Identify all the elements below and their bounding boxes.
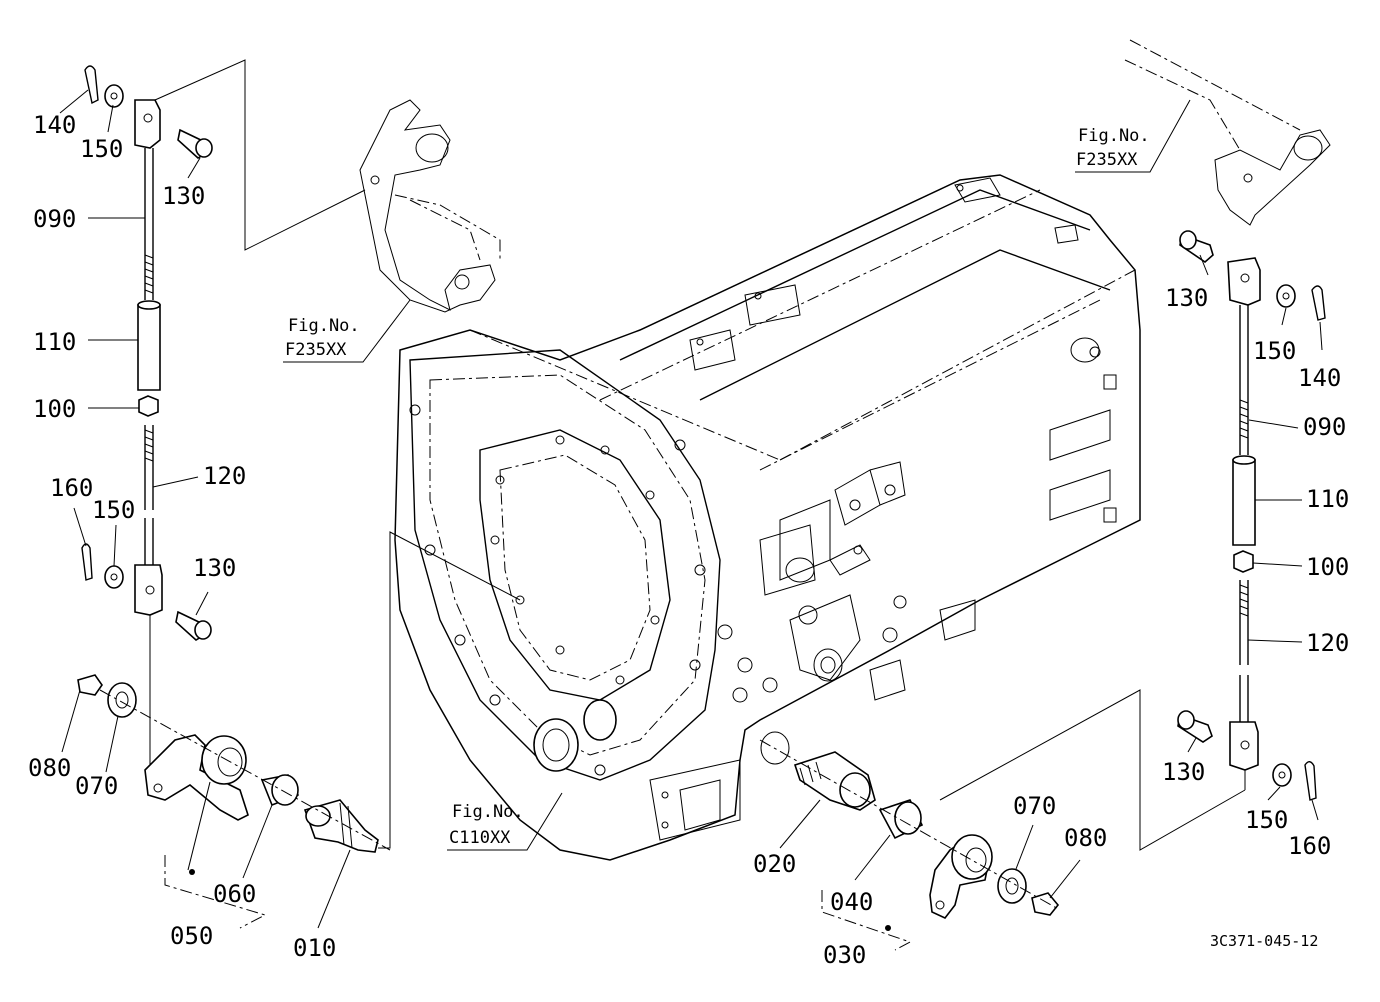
label-150: 150 bbox=[1253, 337, 1296, 365]
label-120: 120 bbox=[203, 462, 246, 490]
label-160: 160 bbox=[50, 474, 93, 502]
fig-ref-left-pedal-line1: Fig.No. bbox=[288, 316, 360, 336]
left-part-labels: 140 150 130 090 110 100 120 160 150 130 … bbox=[28, 111, 336, 962]
transmission-housing bbox=[394, 174, 1141, 861]
label-100: 100 bbox=[33, 395, 76, 423]
drawing-number: 3C371-045-12 bbox=[1210, 932, 1318, 950]
leader-lines bbox=[59, 59, 1323, 929]
label-130-lower: 130 bbox=[193, 554, 236, 582]
figure-reference-labels: Fig.No. F235XX Fig.No. F235XX Fig.No. C1… bbox=[285, 126, 1150, 848]
fig-ref-housing-line2: C110XX bbox=[449, 828, 511, 848]
fig-ref-right-pedal-line2: F235XX bbox=[1076, 150, 1138, 170]
label-100: 100 bbox=[1306, 553, 1349, 581]
label-130: 130 bbox=[1165, 284, 1208, 312]
label-070: 070 bbox=[1013, 792, 1056, 820]
label-140: 140 bbox=[33, 111, 76, 139]
label-080: 080 bbox=[28, 754, 71, 782]
left-pedal-reference bbox=[359, 99, 501, 313]
label-090: 090 bbox=[33, 205, 76, 233]
label-120: 120 bbox=[1306, 629, 1349, 657]
label-010: 010 bbox=[293, 934, 336, 962]
right-linkage bbox=[759, 230, 1326, 951]
label-110: 110 bbox=[33, 328, 76, 356]
label-130: 130 bbox=[162, 182, 205, 210]
right-part-labels: 130 150 140 090 110 100 120 130 150 160 … bbox=[753, 284, 1349, 969]
label-160: 160 bbox=[1288, 832, 1331, 860]
label-150: 150 bbox=[80, 135, 123, 163]
fig-ref-housing-line1: Fig.No. bbox=[452, 802, 524, 822]
label-040: 040 bbox=[830, 888, 873, 916]
label-110: 110 bbox=[1306, 485, 1349, 513]
label-080: 080 bbox=[1064, 824, 1107, 852]
fig-ref-left-pedal-line2: F235XX bbox=[285, 340, 347, 360]
label-060: 060 bbox=[213, 880, 256, 908]
right-pedal-reference bbox=[1124, 39, 1331, 226]
label-150-lower: 150 bbox=[92, 496, 135, 524]
left-linkage bbox=[77, 65, 391, 929]
label-130-lower: 130 bbox=[1162, 758, 1205, 786]
label-150-lower: 150 bbox=[1245, 806, 1288, 834]
label-050: 050 bbox=[170, 922, 213, 950]
label-090: 090 bbox=[1303, 413, 1346, 441]
label-140: 140 bbox=[1298, 364, 1341, 392]
fig-ref-right-pedal-line1: Fig.No. bbox=[1078, 126, 1150, 146]
label-030: 030 bbox=[823, 941, 866, 969]
label-070: 070 bbox=[75, 772, 118, 800]
label-020: 020 bbox=[753, 850, 796, 878]
